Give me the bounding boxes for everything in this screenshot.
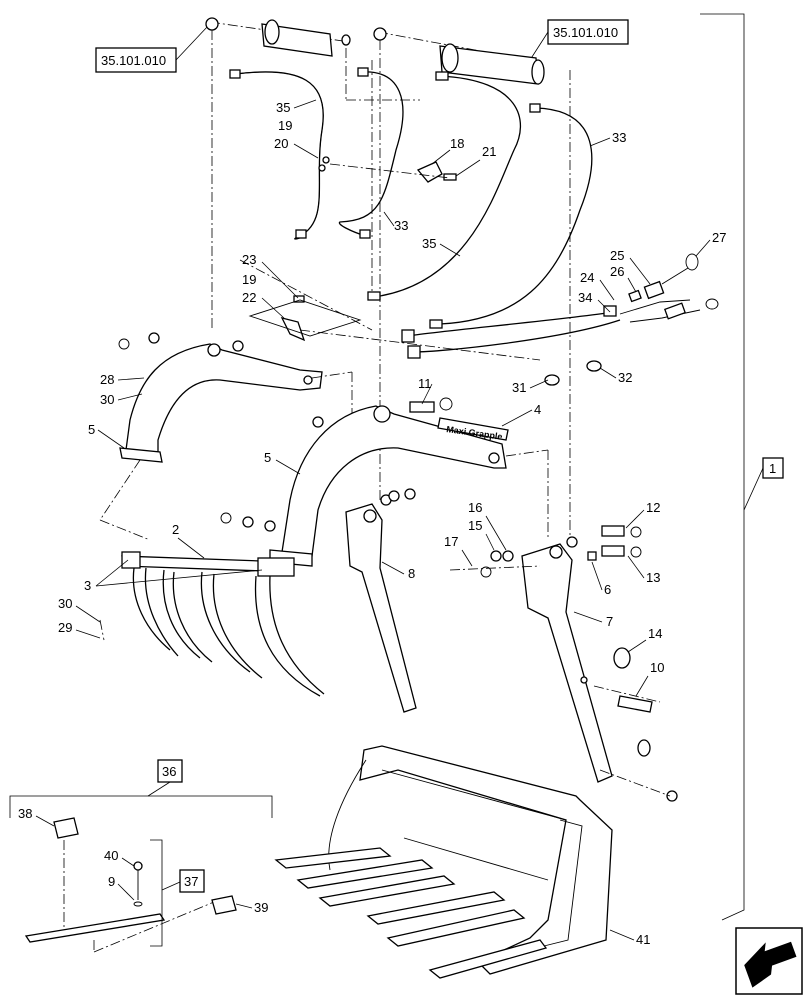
callout-27[interactable]: 27 — [712, 230, 726, 245]
callout-4[interactable]: 4 — [534, 402, 541, 417]
callout-2[interactable]: 2 — [172, 522, 179, 537]
callout-32[interactable]: 32 — [618, 370, 632, 385]
cylinder-left — [205, 17, 351, 57]
callout-15[interactable]: 15 — [468, 518, 482, 533]
hose-35-lower — [367, 71, 522, 301]
callouts: 35 19 20 18 21 33 33 35 23 19 22 25 27 2… — [18, 99, 726, 947]
bucket-teeth — [274, 847, 548, 979]
callout-23[interactable]: 23 — [242, 252, 256, 267]
callout-25[interactable]: 25 — [610, 248, 624, 263]
callout-16[interactable]: 16 — [468, 500, 482, 515]
callout-26[interactable]: 26 — [610, 264, 624, 279]
callout-28[interactable]: 28 — [100, 372, 114, 387]
callout-33[interactable]: 33 — [612, 130, 626, 145]
tine-bar — [99, 551, 325, 697]
callout-24[interactable]: 24 — [580, 270, 594, 285]
quick-coupler — [628, 253, 719, 320]
callout-5[interactable]: 5 — [264, 450, 271, 465]
hose-33-right — [429, 103, 593, 329]
cylinder-right — [373, 27, 545, 85]
callout-29[interactable]: 29 — [58, 620, 72, 635]
grapple-arm-main: Maxi Grapple — [269, 405, 549, 567]
hose-clip — [248, 295, 362, 342]
callout-33[interactable]: 33 — [394, 218, 408, 233]
ref-box-kit-37-label: 37 — [184, 874, 198, 889]
ref-box-assembly-label: 1 — [769, 461, 776, 476]
callout-38[interactable]: 38 — [18, 806, 32, 821]
kit-37-bracket: 37 — [150, 839, 205, 947]
callout-6[interactable]: 6 — [604, 582, 611, 597]
callout-30[interactable]: 30 — [58, 596, 72, 611]
ref-box-top-right[interactable]: 35.101.010 — [529, 19, 629, 61]
callout-5[interactable]: 5 — [88, 422, 95, 437]
hose-34-pair — [401, 299, 701, 359]
hose-33-left — [338, 67, 404, 239]
alignment-lines — [211, 30, 571, 540]
callout-9[interactable]: 9 — [108, 874, 115, 889]
bucket — [328, 745, 613, 975]
next-page-arrow-icon[interactable] — [735, 927, 803, 995]
callout-13[interactable]: 13 — [646, 570, 660, 585]
callout-8[interactable]: 8 — [408, 566, 415, 581]
callout-10[interactable]: 10 — [650, 660, 664, 675]
ref-box-kit-36-label: 36 — [162, 764, 176, 779]
callout-20[interactable]: 20 — [274, 136, 288, 151]
callout-22[interactable]: 22 — [242, 290, 256, 305]
callout-34[interactable]: 34 — [578, 290, 592, 305]
ref-box-kit-37[interactable] — [179, 869, 205, 893]
callout-12[interactable]: 12 — [646, 500, 660, 515]
callout-30[interactable]: 30 — [100, 392, 114, 407]
callout-19[interactable]: 19 — [242, 272, 256, 287]
ref-box-top-left[interactable]: 35.101.010 — [95, 25, 209, 73]
assembly-bracket: 1 — [700, 13, 784, 921]
ref-box-top-right-label: 35.101.010 — [553, 25, 618, 40]
grapple-arm-upper — [99, 343, 353, 541]
hardware-pins — [118, 332, 678, 802]
callout-39[interactable]: 39 — [254, 900, 268, 915]
callout-41[interactable]: 41 — [636, 932, 650, 947]
callout-7[interactable]: 7 — [606, 614, 613, 629]
callout-35[interactable]: 35 — [422, 236, 436, 251]
callout-17[interactable]: 17 — [444, 534, 458, 549]
hose-35-upper — [229, 69, 324, 240]
callout-14[interactable]: 14 — [648, 626, 662, 641]
callout-35[interactable]: 35 — [276, 100, 290, 115]
upright-left — [345, 494, 417, 713]
hose-bracket — [318, 156, 457, 183]
kit-36-bracket: 36 — [9, 759, 273, 953]
hose-clamps — [544, 360, 602, 386]
callout-18[interactable]: 18 — [450, 136, 464, 151]
ref-box-top-left-label: 35.101.010 — [101, 53, 166, 68]
upright-right — [521, 536, 613, 783]
callout-3[interactable]: 3 — [84, 578, 91, 593]
callout-19[interactable]: 19 — [278, 118, 292, 133]
callout-11[interactable]: 11 — [418, 376, 432, 391]
callout-21[interactable]: 21 — [482, 144, 496, 159]
maxi-grapple-decal — [437, 417, 509, 441]
callout-40[interactable]: 40 — [104, 848, 118, 863]
callout-31[interactable]: 31 — [512, 380, 526, 395]
